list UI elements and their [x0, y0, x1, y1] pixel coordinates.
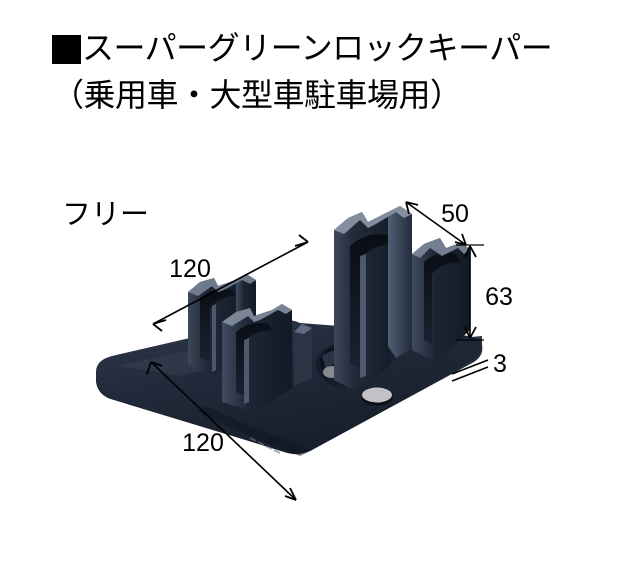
title-secondary-text: （乗用車・大型車駐車場用） [52, 77, 462, 113]
post-clamp-far-right [412, 238, 470, 362]
square-bullet-icon [52, 34, 81, 64]
title-line-secondary: （乗用車・大型車駐車場用） [52, 73, 592, 118]
product-illustration [96, 206, 483, 456]
product-figure: フリー [0, 150, 624, 563]
clamp-rr-top-lip [334, 206, 412, 234]
clamp-fr-top-lip [412, 238, 470, 258]
clamp-fr-channel [424, 253, 460, 344]
center-rib-top [294, 324, 312, 334]
title-primary-text: スーパーグリーンロックキーパー [82, 30, 553, 66]
title-line-primary: スーパーグリーンロックキーパー [52, 26, 592, 70]
center-rib [294, 324, 312, 386]
clamp-rr-edge-light [360, 254, 366, 378]
clamp-rr-channel [350, 234, 394, 368]
page-title: スーパーグリーンロックキーパー （乗用車・大型車駐車場用） [52, 26, 592, 118]
mounting-hole-front-inner [362, 387, 392, 403]
clamp-rr-rib [388, 208, 412, 358]
clamp-rl-edge-light [212, 304, 216, 372]
variant-label: フリー [62, 199, 150, 231]
clamp-fl-edge-light [244, 338, 249, 404]
